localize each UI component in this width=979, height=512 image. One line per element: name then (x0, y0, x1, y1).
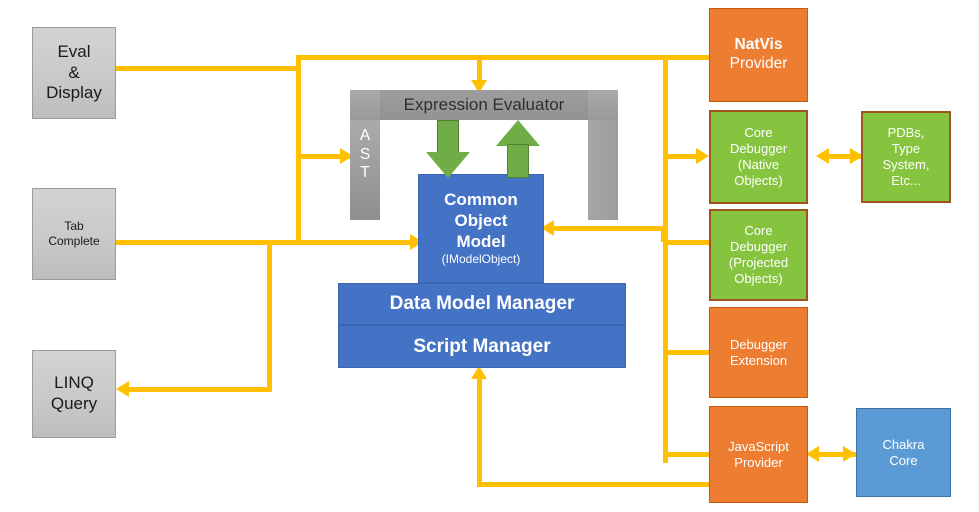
connector-top-bus-right (296, 55, 716, 60)
connector-native-to-pdbs (822, 154, 862, 159)
common-object-model-line-3: Model (456, 231, 506, 251)
script-manager-box[interactable]: Script Manager (338, 325, 626, 368)
client-box-tab-complete[interactable]: Tab Complete (32, 188, 116, 280)
natvis-provider-line-1: NatVis (734, 36, 783, 54)
arrow-into-ast (340, 148, 353, 164)
arrow-into-script-manager (471, 366, 487, 379)
ast-letter-a: A (359, 126, 371, 144)
arrow-to-chakra-core (843, 446, 856, 462)
core-debugger-native-line-1: Core (744, 125, 773, 141)
client-box-eval-display[interactable]: Eval & Display (32, 27, 116, 119)
arrow-into-core-debugger-native (696, 148, 709, 164)
block-arrow-down-to-com (425, 120, 471, 178)
provider-box-natvis-provider[interactable]: NatVis Provider (709, 8, 808, 102)
connector-linq-vertical (267, 240, 272, 392)
connector-right-com-elbow (661, 226, 666, 242)
connector-javascript-provider-stub (663, 452, 711, 457)
connector-right-bus-vertical (663, 55, 668, 463)
connector-bus-to-com-right (553, 226, 666, 231)
block-arrow-up-to-evaluator (495, 120, 541, 178)
common-object-model-subtitle: (IModelObject) (441, 252, 521, 267)
connector-to-com-horizontal (267, 240, 427, 245)
javascript-provider-line-2: Provider (734, 454, 783, 470)
expression-evaluator-header: Expression Evaluator (350, 90, 618, 120)
core-debugger-native-line-4: Objects) (734, 172, 783, 188)
connector-debugger-extension-stub (663, 350, 711, 355)
arrow-into-com-from-right (541, 220, 554, 236)
arrow-into-linq-query (116, 381, 129, 397)
arrow-from-chakra-core (806, 446, 819, 462)
ast-letter-s: S (359, 145, 371, 163)
arrow-from-pdbs (816, 148, 829, 164)
client-box-linq-query[interactable]: LINQ Query (32, 350, 116, 438)
script-manager-label: Script Manager (413, 335, 551, 357)
pdbs-line-2: Type (891, 141, 921, 157)
connector-bottom-bus (477, 482, 711, 487)
tab-complete-line-2: Complete (48, 234, 100, 248)
linq-query-line-2: Query (50, 394, 98, 413)
arrow-into-expression-evaluator (471, 80, 487, 93)
connector-projected-to-bus (663, 240, 711, 245)
pdbs-line-4: Etc... (891, 172, 921, 188)
arrow-to-pdbs (850, 148, 863, 164)
ast-letter-t: T (360, 164, 370, 182)
connector-javascript-to-chakra (812, 452, 856, 457)
core-debugger-native-line-3: (Native (737, 157, 780, 172)
debugger-extension-line-1: Debugger (729, 336, 788, 352)
connector-eval-to-bus (116, 66, 298, 71)
connector-top-into-evaluator (477, 55, 482, 84)
provider-box-debugger-extension[interactable]: Debugger Extension (709, 307, 808, 398)
common-object-model-line-1: Common (444, 190, 518, 210)
chakra-core-line-1: Chakra (882, 436, 925, 452)
external-box-pdbs-type-system[interactable]: PDBs, Type System, Etc... (861, 111, 951, 203)
core-debugger-projected-line-4: Objects) (734, 270, 783, 286)
tab-complete-line-1: Tab (64, 219, 84, 234)
connector-bus-to-ast (296, 154, 352, 159)
natvis-provider-line-2: Provider (729, 55, 788, 72)
core-debugger-native-line-2: Debugger (729, 141, 788, 157)
provider-box-javascript-provider[interactable]: JavaScript Provider (709, 406, 808, 503)
eval-display-line-3: Display (46, 83, 102, 103)
common-object-model-box[interactable]: Common Object Model (IModelObject) (418, 174, 544, 283)
eval-display-line-2: & (68, 62, 80, 82)
linq-query-line-1: LINQ (54, 373, 94, 393)
javascript-provider-line-1: JavaScript (728, 438, 789, 454)
common-object-model-line-2: Object (454, 210, 508, 230)
external-box-chakra-core[interactable]: Chakra Core (856, 408, 951, 497)
core-debugger-projected-line-3: (Projected (728, 255, 789, 270)
connector-script-manager-vertical (477, 378, 482, 486)
expression-evaluator-label: Expression Evaluator (403, 94, 565, 114)
core-debugger-projected-line-1: Core (744, 223, 773, 239)
data-model-manager-label: Data Model Manager (389, 293, 575, 315)
pdbs-line-3: System, (882, 157, 930, 172)
provider-box-core-debugger-native[interactable]: Core Debugger (Native Objects) (709, 110, 808, 204)
connector-bus-to-core-debugger-native (663, 154, 701, 159)
core-debugger-projected-line-2: Debugger (729, 239, 788, 255)
debugger-extension-line-2: Extension (729, 352, 788, 368)
data-model-manager-box[interactable]: Data Model Manager (338, 283, 626, 325)
connector-bus-left-vert (296, 55, 301, 245)
provider-box-core-debugger-projected[interactable]: Core Debugger (Projected Objects) (709, 209, 808, 301)
connector-linq-horizontal (128, 387, 272, 392)
eval-display-line-1: Eval (57, 41, 91, 61)
chakra-core-line-2: Core (889, 452, 918, 468)
connector-tabcomplete-to-bus (116, 240, 298, 245)
pdbs-line-1: PDBs, (887, 125, 925, 141)
